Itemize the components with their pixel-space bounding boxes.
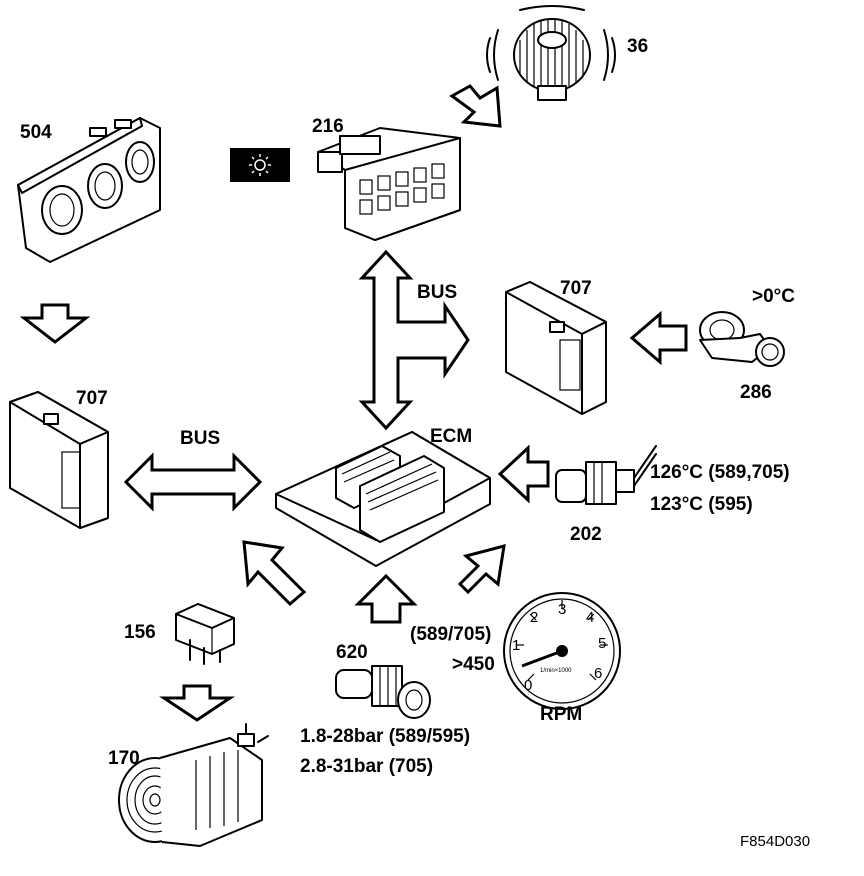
tachometer: 0 1 2 3 4 5 6 1/min×1000 bbox=[503, 592, 621, 710]
label-ecm: ECM bbox=[430, 426, 472, 447]
label-rpm: RPM bbox=[540, 704, 582, 725]
control-module-707-right bbox=[505, 281, 607, 415]
arrow-pressure-to-ecm bbox=[354, 573, 418, 624]
label-rpm-variants: (589/705) bbox=[410, 624, 491, 645]
arrow-coolant-to-ecm bbox=[497, 444, 550, 504]
label-36: 36 bbox=[627, 36, 648, 57]
arrow-ambient-to-module bbox=[629, 310, 688, 366]
label-bus-top: BUS bbox=[417, 282, 457, 303]
figure-reference: F854D030 bbox=[740, 833, 810, 850]
bus-arrow-horizontal bbox=[123, 452, 263, 512]
label-170: 170 bbox=[108, 748, 140, 769]
blower-fan bbox=[486, 5, 616, 101]
label-216: 216 bbox=[312, 116, 344, 137]
label-ambient-temp: >0°C bbox=[752, 286, 795, 307]
arrow-fan-to-climate bbox=[449, 84, 502, 128]
label-pressure-line2: 2.8-31bar (705) bbox=[300, 756, 433, 777]
tach-tick-1: 1 bbox=[512, 637, 520, 654]
label-286: 286 bbox=[740, 382, 772, 403]
arrow-relay-to-compressor bbox=[159, 684, 235, 722]
ac-switch-indicator bbox=[230, 148, 290, 182]
tach-tick-6: 6 bbox=[594, 665, 602, 682]
arrow-rpm-to-ecm bbox=[457, 543, 506, 595]
label-coolant-line1: 126°C (589,705) bbox=[650, 462, 790, 483]
label-202: 202 bbox=[570, 524, 602, 545]
refrigerant-pressure-sensor bbox=[335, 665, 431, 719]
coolant-temp-sensor bbox=[555, 445, 657, 505]
compressor-relay bbox=[175, 603, 235, 665]
label-156: 156 bbox=[124, 622, 156, 643]
bus-arrow-vertical bbox=[358, 249, 470, 431]
tach-tick-3: 3 bbox=[558, 601, 566, 618]
label-504: 504 bbox=[20, 122, 52, 143]
label-707-left: 707 bbox=[76, 388, 108, 409]
tach-tick-4: 4 bbox=[586, 609, 594, 626]
ambient-temp-sensor bbox=[699, 311, 785, 367]
label-rpm-threshold: >450 bbox=[452, 654, 495, 675]
label-bus-left: BUS bbox=[180, 428, 220, 449]
label-707-right: 707 bbox=[560, 278, 592, 299]
tach-tick-5: 5 bbox=[598, 635, 606, 652]
arrow-panel-to-module bbox=[19, 303, 91, 344]
ac-compressor bbox=[118, 723, 269, 847]
climate-control-unit bbox=[317, 127, 461, 241]
label-coolant-line2: 123°C (595) bbox=[650, 494, 753, 515]
engine-control-module bbox=[275, 431, 491, 567]
snowflake-icon bbox=[249, 154, 271, 176]
arrow-ecm-to-relay bbox=[242, 540, 307, 607]
tach-unit: 1/min×1000 bbox=[540, 668, 572, 674]
tach-tick-2: 2 bbox=[530, 609, 538, 626]
label-pressure-line1: 1.8-28bar (589/595) bbox=[300, 726, 470, 747]
tach-tick-0: 0 bbox=[524, 677, 532, 694]
climate-control-panel bbox=[17, 117, 161, 263]
control-module-707-left bbox=[9, 391, 109, 529]
label-620: 620 bbox=[336, 642, 368, 663]
